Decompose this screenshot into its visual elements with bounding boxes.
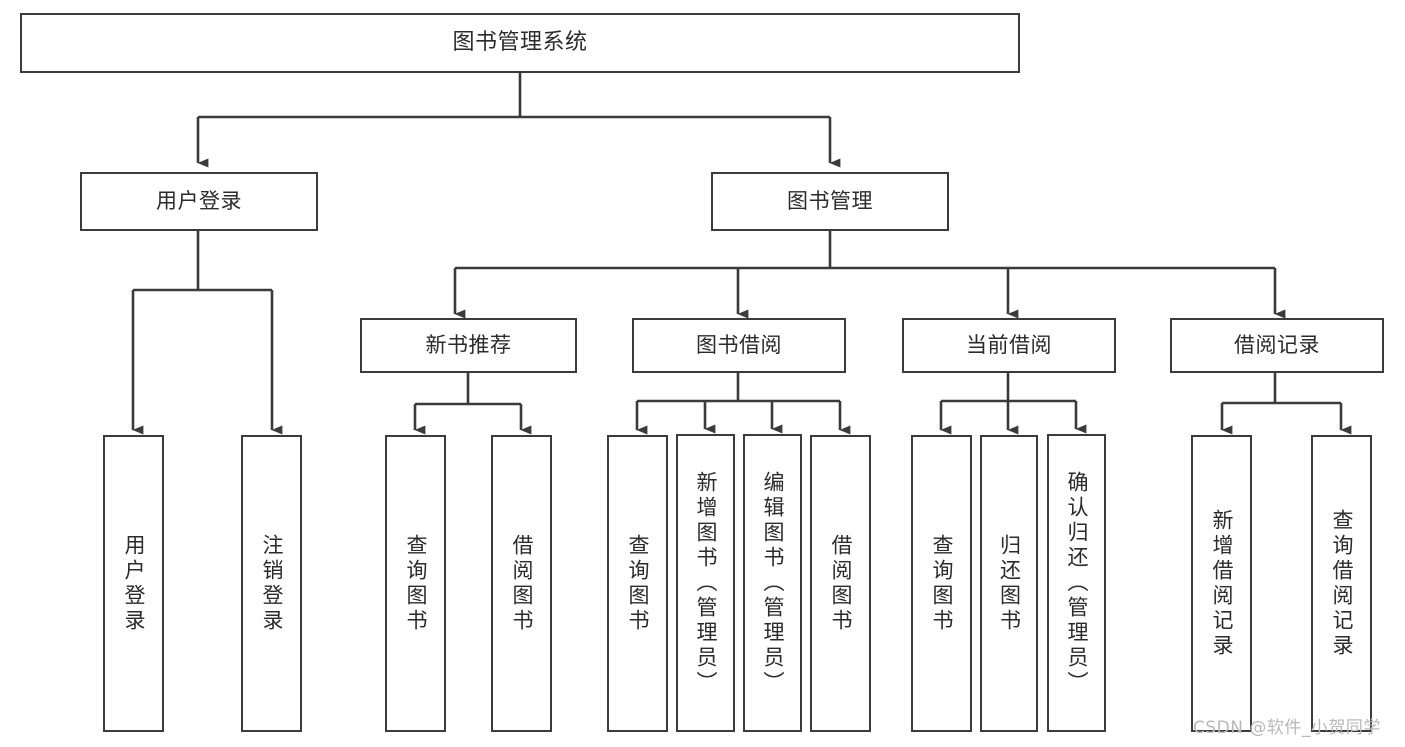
node-label: 用户登录 [156, 189, 242, 214]
node-label: 借阅记录 [1234, 333, 1320, 358]
node-label: 新增图书（管理员） [694, 470, 718, 696]
node-new-book-recommendation[interactable]: 新书推荐 [360, 318, 577, 373]
leaf-user-login[interactable]: 用户登录 [103, 435, 164, 732]
node-book-management[interactable]: 图书管理 [711, 172, 949, 231]
node-root-book-management-system[interactable]: 图书管理系统 [20, 13, 1020, 73]
leaf-edit-book-admin[interactable]: 编辑图书（管理员） [743, 434, 802, 732]
node-label: 图书借阅 [696, 333, 782, 358]
leaf-add-borrowing-record[interactable]: 新增借阅记录 [1191, 435, 1252, 732]
node-label: 图书管理系统 [452, 30, 588, 56]
node-label: 新书推荐 [425, 333, 512, 358]
node-label: 归还图书 [997, 533, 1022, 634]
node-label: 编辑图书（管理员） [761, 470, 785, 696]
leaf-confirm-return-admin[interactable]: 确认归还（管理员） [1047, 434, 1106, 732]
node-label: 查询图书 [930, 533, 954, 634]
node-book-borrowing[interactable]: 图书借阅 [632, 318, 846, 373]
node-label: 确认归还（管理员） [1065, 470, 1089, 696]
node-label: 图书管理 [787, 189, 873, 214]
leaf-query-book-recommendation[interactable]: 查询图书 [385, 435, 446, 732]
node-borrowing-record[interactable]: 借阅记录 [1170, 318, 1384, 373]
leaf-borrow-book-recommendation[interactable]: 借阅图书 [491, 435, 552, 732]
leaf-query-book-borrowing[interactable]: 查询图书 [607, 435, 668, 732]
leaf-query-book-current[interactable]: 查询图书 [911, 435, 972, 732]
node-user-login[interactable]: 用户登录 [80, 172, 318, 231]
leaf-query-borrowing-record[interactable]: 查询借阅记录 [1311, 435, 1372, 732]
node-label: 借阅图书 [829, 533, 853, 634]
node-label: 新增借阅记录 [1210, 508, 1234, 659]
leaf-return-book[interactable]: 归还图书 [980, 435, 1038, 732]
node-label: 借阅图书 [510, 533, 534, 634]
node-label: 当前借阅 [966, 333, 1052, 358]
leaf-add-book-admin[interactable]: 新增图书（管理员） [676, 434, 735, 732]
node-label: 用户登录 [122, 533, 146, 634]
watermark-csdn: CSDN @软件_小贺同学 [1193, 718, 1381, 738]
node-current-borrowing[interactable]: 当前借阅 [902, 318, 1116, 373]
node-label: 注销登录 [260, 533, 284, 634]
node-label: 查询借阅记录 [1330, 508, 1354, 659]
leaf-logout-login[interactable]: 注销登录 [241, 435, 302, 732]
leaf-borrow-book-borrowing[interactable]: 借阅图书 [810, 435, 871, 732]
node-label: 查询图书 [626, 533, 650, 634]
node-label: 查询图书 [404, 533, 428, 634]
